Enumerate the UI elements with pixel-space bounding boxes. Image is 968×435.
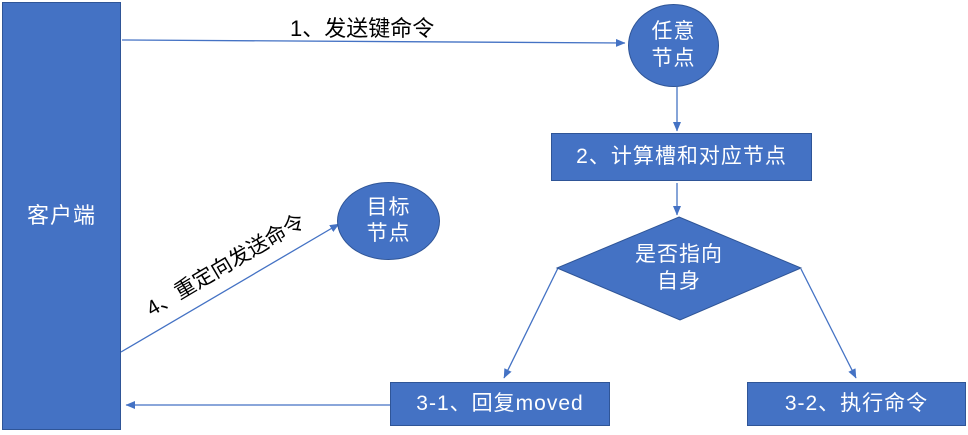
node-client: 客户端 (2, 2, 121, 430)
node-target-node: 目标 节点 (337, 182, 440, 260)
node-exec-command: 3-2、执行命令 (747, 382, 966, 426)
node-decision-line1: 是否指向 (635, 243, 723, 266)
node-any-node-line2: 节点 (651, 46, 696, 70)
node-decision-label: 是否指向 自身 (569, 241, 789, 296)
edge-decision-to-replymoved (503, 267, 559, 379)
node-decision-line2: 自身 (657, 270, 701, 294)
node-reply-moved-label: 3-1、回复moved (416, 391, 584, 415)
node-any-node: 任意 节点 (628, 4, 719, 87)
node-target-node-line1: 目标 (366, 195, 411, 219)
node-calc-slot-label: 2、计算槽和对应节点 (576, 144, 787, 168)
node-exec-command-label: 3-2、执行命令 (784, 391, 929, 415)
node-client-label: 客户端 (26, 203, 96, 229)
decision-diamond-shape (555, 216, 803, 321)
node-target-node-line2: 节点 (366, 222, 411, 245)
node-any-node-line1: 任意 (651, 20, 696, 44)
node-calc-slot: 2、计算槽和对应节点 (551, 133, 812, 181)
edge-redirect-send-command (120, 223, 340, 353)
edge-send-key-command (121, 38, 626, 47)
node-reply-moved: 3-1、回复moved (390, 382, 610, 426)
edge-label-send-key-command: 1、发送键命令 (290, 16, 435, 41)
edge-decision-to-execcommand (800, 268, 857, 379)
